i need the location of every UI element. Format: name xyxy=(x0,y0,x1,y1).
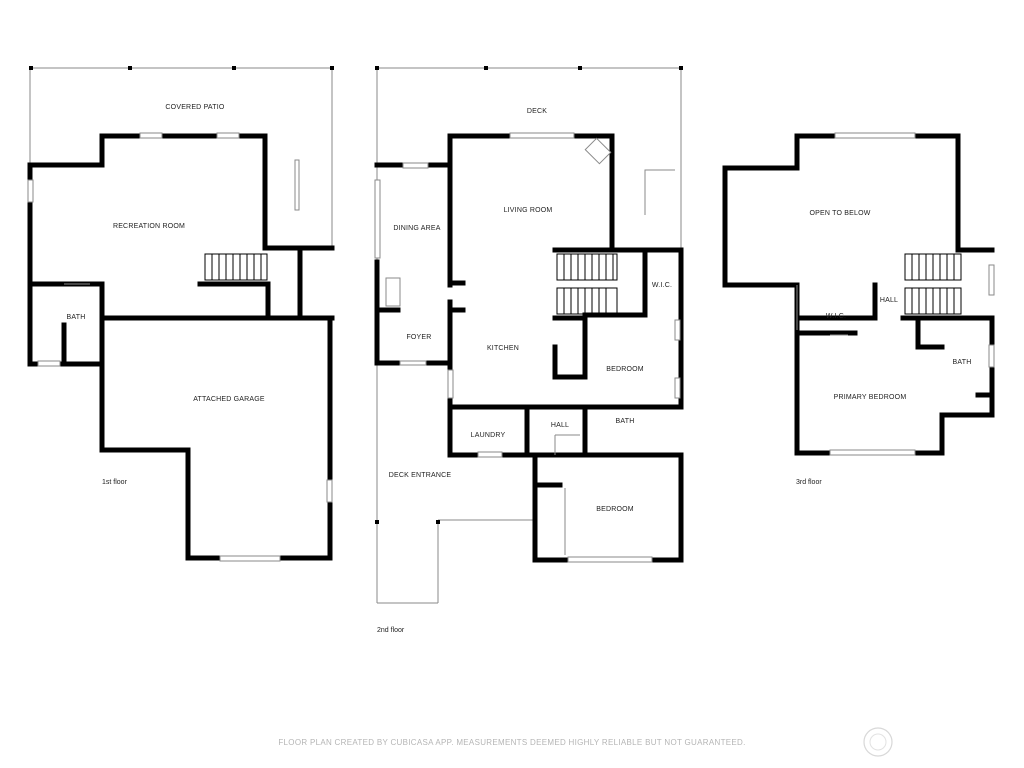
room-label-bath-floor-1: BATH xyxy=(67,314,86,321)
room-label-bath-floor-2: BATH xyxy=(616,418,635,425)
room-label-hall-floor-3: HALL xyxy=(880,297,898,304)
floor-1-plan: COVERED PATIO RECREATION ROOM BATH ATTAC… xyxy=(27,66,335,562)
room-label-foyer: FOYER xyxy=(406,334,431,341)
floor-label-2nd: 2nd floor xyxy=(377,627,405,634)
floor-label-1st: 1st floor xyxy=(102,479,128,486)
floor-2-stairs xyxy=(556,253,618,315)
floor-3-walls xyxy=(722,133,995,456)
room-label-bath-floor-3: BATH xyxy=(953,359,972,366)
floor-1-stairs xyxy=(204,253,268,281)
room-label-wic-floor-3: W.I.C. xyxy=(826,313,846,320)
room-label-laundry: LAUNDRY xyxy=(471,432,506,439)
floor-3-stairs xyxy=(904,253,962,315)
room-label-primary-bedroom: PRIMARY BEDROOM xyxy=(834,394,907,401)
room-label-dining-area: DINING AREA xyxy=(393,225,440,232)
deck-outline xyxy=(375,66,683,604)
room-label-deck: DECK xyxy=(527,108,547,115)
room-label-living-room: LIVING ROOM xyxy=(504,207,553,214)
room-label-attached-garage: ATTACHED GARAGE xyxy=(193,396,265,403)
floor-2-windows xyxy=(374,132,681,563)
floor-3-plan: OPEN TO BELOW W.I.C. HALL BATH PRIMARY B… xyxy=(722,132,995,486)
covered-patio-outline xyxy=(29,66,334,248)
floor-2-plan: DECK DINING AREA LIVING ROOM W.I.C. FOYE… xyxy=(374,66,684,634)
floor-2-walls xyxy=(374,133,684,563)
floor-label-3rd: 3rd floor xyxy=(796,479,822,486)
footer-disclaimer: FLOOR PLAN CREATED BY CUBICASA APP. MEAS… xyxy=(278,738,745,747)
room-label-bedroom-a: BEDROOM xyxy=(606,366,644,373)
room-label-bedroom-b: BEDROOM xyxy=(596,506,634,513)
room-label-deck-entrance: DECK ENTRANCE xyxy=(389,472,452,479)
floor-1-windows xyxy=(27,132,333,562)
room-label-covered-patio: COVERED PATIO xyxy=(165,104,224,111)
room-label-hall-floor-2: HALL xyxy=(551,422,569,429)
floor-3-windows xyxy=(796,132,995,456)
room-label-recreation-room: RECREATION ROOM xyxy=(113,223,185,230)
cubicasa-logo xyxy=(863,727,893,757)
room-label-wic-floor-2: W.I.C. xyxy=(652,282,672,289)
room-label-kitchen: KITCHEN xyxy=(487,345,519,352)
room-label-open-to-below: OPEN TO BELOW xyxy=(809,210,870,217)
floor-1-walls xyxy=(27,133,335,561)
